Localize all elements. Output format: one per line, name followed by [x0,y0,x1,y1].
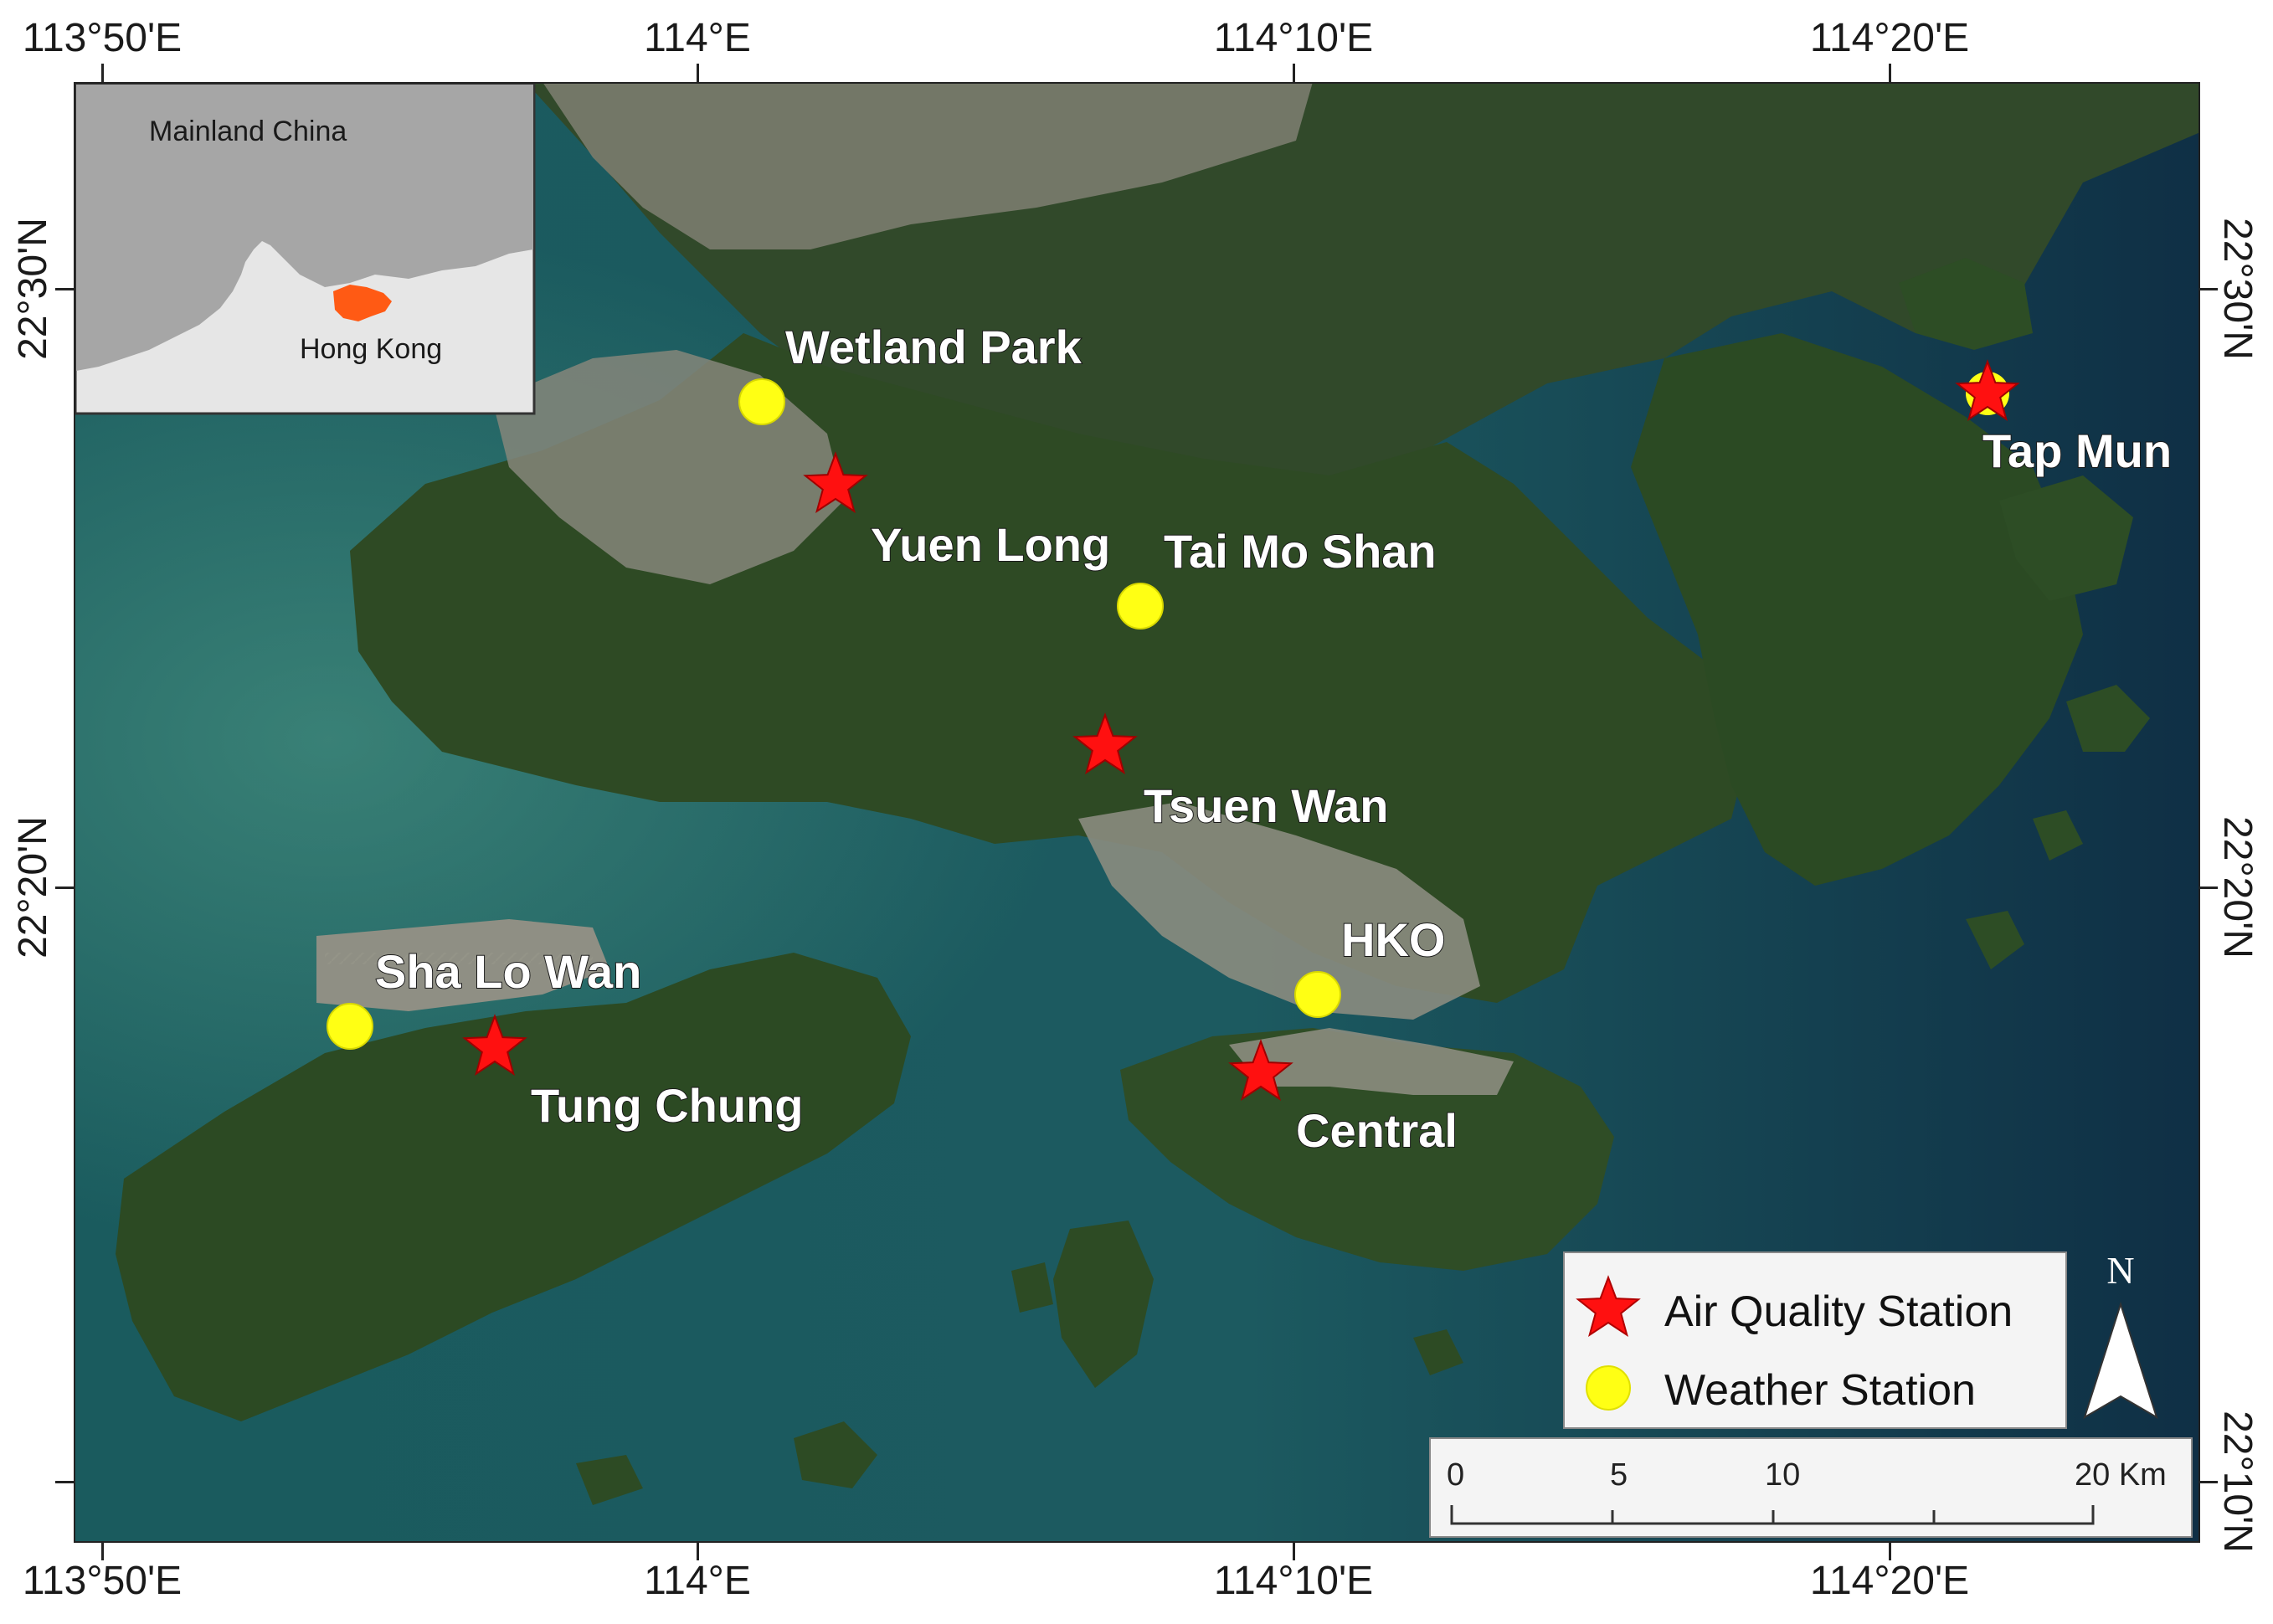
air-quality-station-label: Tung Chung [531,1079,804,1132]
frame-tick [2199,288,2218,290]
scale-bar-box [1429,1437,2193,1538]
frame-tick [697,64,699,82]
airport-platform [316,919,609,1011]
top-longitude-label: 114°10'E [1213,16,1374,60]
frame-tick [697,1542,699,1560]
air-quality-station-label: Central [1296,1104,1458,1157]
island [2033,810,2083,861]
scale-bar-line [1450,1505,2095,1525]
weather-station-marker [1117,583,1164,630]
frame-tick [1889,1542,1891,1560]
island [2066,685,2150,752]
frame-tick [1293,64,1295,82]
air-quality-station-label: Yuen Long [871,518,1110,571]
kowloon-urban [1078,802,1480,1020]
air-quality-station-marker [1072,712,1138,774]
weather-station-marker [327,1003,373,1050]
scale-bar: 0 5 10 20 Km [1429,1437,2193,1538]
frame-tick [55,288,74,290]
air-quality-station-marker [1228,1039,1293,1101]
frame-tick [55,887,74,889]
bottom-longitude-label: 114°20'E [1809,1559,1970,1603]
inset-mainland-label: Mainland China [149,116,347,147]
island [794,1421,877,1488]
bottom-longitude-label: 114°10'E [1213,1559,1374,1603]
central-urban [1229,1028,1514,1095]
island [1899,258,2033,350]
weather-station-marker [1294,971,1341,1018]
satellite-map: Mainland China Hong Kong Wetland ParkTai… [74,82,2200,1543]
bottom-longitude-label: 114°E [644,1559,751,1603]
frame-tick [2199,887,2218,889]
right-latitude-label: 22°20'N [2215,816,2260,958]
north-arrow-icon [2083,1301,2158,1420]
sai-kung-peninsula [1631,333,2083,886]
inset-hong-kong-label: Hong Kong [300,333,442,365]
legend-box [1563,1251,2067,1429]
weather-station-label: Wetland Park [785,321,1083,373]
island [1053,1221,1154,1388]
frame-tick [101,64,104,82]
island [1011,1262,1053,1313]
inset-mainland [76,85,533,371]
weather-station-label: Tai Mo Shan [1164,525,1437,578]
island [1999,475,2133,601]
bottom-longitude-label: 113°50'E [22,1559,183,1603]
island [1966,911,2024,969]
air-quality-station-label: Tap Mun [1982,424,2172,477]
air-quality-station-label: Tsuen Wan [1144,779,1388,832]
lantau-island [116,953,911,1421]
shenzhen-urban [543,82,1313,249]
top-longitude-label: 113°50'E [22,16,183,60]
north-arrow: N [2083,1249,2158,1420]
scale-bar-tick-label: 5 [1610,1457,1628,1493]
inset-hong-kong-highlight [333,285,392,321]
air-quality-station-marker [462,1014,527,1076]
frame-tick [2199,1481,2218,1483]
weather-station-label: HKO [1341,913,1445,966]
island [576,1455,643,1505]
legend-weather-label: Weather Station [1664,1366,1976,1415]
frame-tick [1293,1542,1295,1560]
north-arrow-label: N [2106,1249,2134,1292]
legend-air-quality-icon [1576,1275,1641,1337]
island [1413,1329,1463,1375]
airport-runway [325,953,593,964]
left-latitude-label: 22°20'N [11,816,55,958]
inset-map: Mainland China Hong Kong [74,82,536,415]
left-latitude-label: 22°30'N [11,218,55,360]
scale-bar-tick-label: 20 Km [2075,1457,2167,1493]
frame-tick [1889,64,1891,82]
legend-weather-icon [1586,1365,1631,1411]
top-longitude-label: 114°20'E [1809,16,1970,60]
legend: Air Quality Station Weather Station [1563,1251,2067,1429]
weather-station-label: Sha Lo Wan [375,945,641,998]
frame-tick [101,1542,104,1560]
legend-air-quality-label: Air Quality Station [1664,1287,2013,1336]
weather-station-marker [738,378,785,425]
air-quality-station-marker [1955,359,2020,421]
frame-tick [55,1481,74,1483]
map-frame [74,82,2200,1543]
scale-bar-tick-label: 0 [1447,1457,1464,1493]
top-longitude-label: 114°E [644,16,751,60]
right-latitude-label: 22°10'N [2215,1411,2260,1553]
scale-bar-tick-label: 10 [1765,1457,1800,1493]
right-latitude-label: 22°30'N [2215,218,2260,360]
air-quality-station-marker [803,451,868,513]
